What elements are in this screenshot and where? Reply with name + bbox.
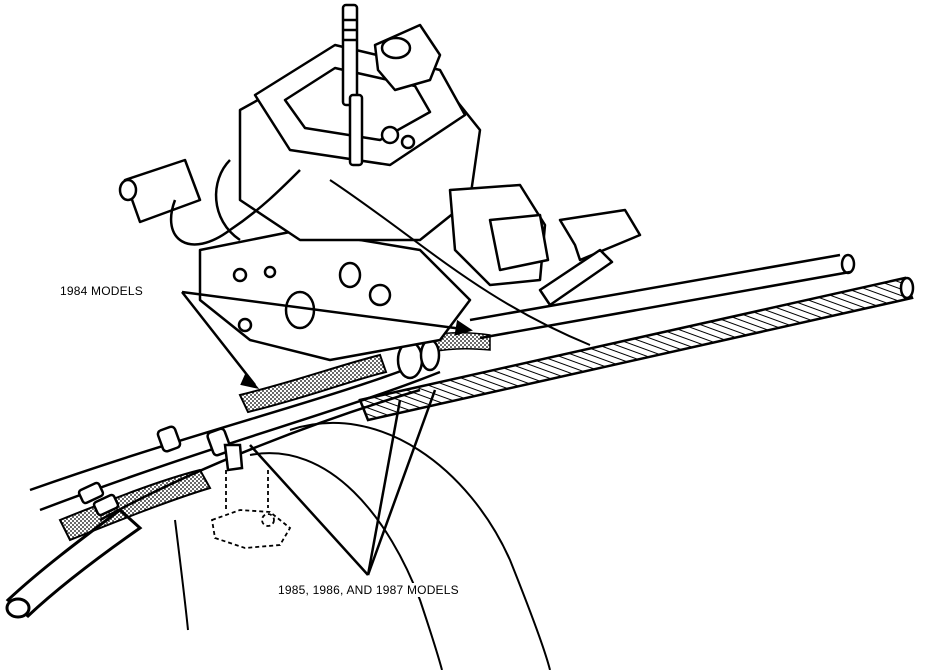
corrugated-wire-loom bbox=[360, 278, 913, 420]
throttle-rod bbox=[330, 180, 590, 345]
fender-curves bbox=[175, 423, 550, 670]
shaded-hose-segment bbox=[240, 333, 490, 412]
large-hose-end bbox=[7, 470, 210, 617]
callout-1984-models: 1984 MODELS bbox=[58, 284, 145, 298]
frame-rail bbox=[470, 255, 854, 338]
vacuum-tee-bracket bbox=[212, 470, 290, 548]
callout-1985-1987-models: 1985, 1986, AND 1987 MODELS bbox=[276, 583, 461, 597]
leader-lines-1985-1987 bbox=[250, 390, 435, 575]
leader-lines-1984 bbox=[182, 292, 470, 387]
carburetor bbox=[120, 5, 640, 360]
